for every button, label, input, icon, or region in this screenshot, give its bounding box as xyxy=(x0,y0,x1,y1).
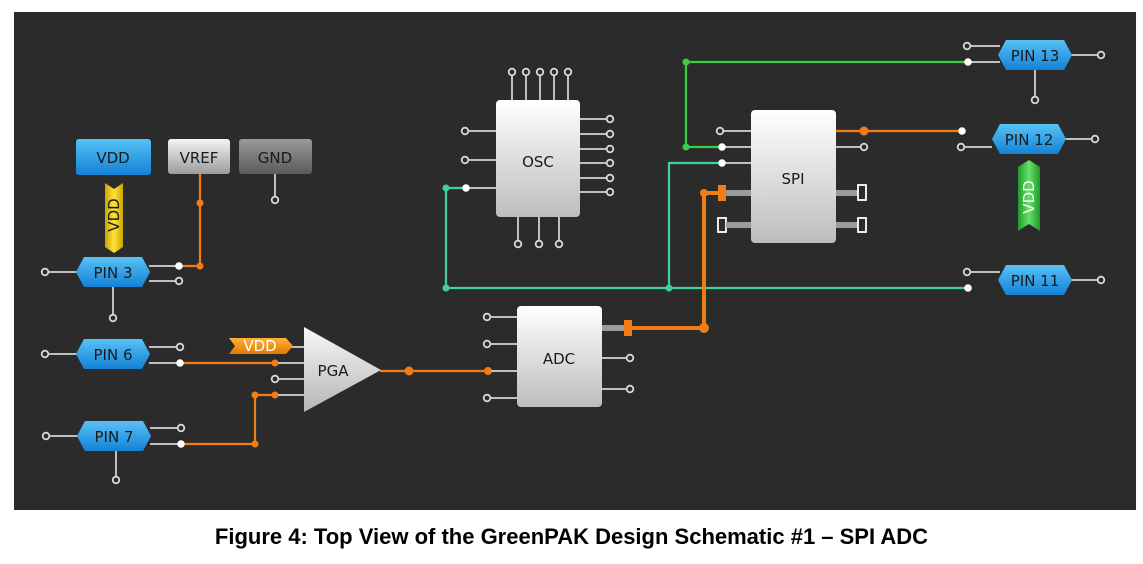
junction-teal xyxy=(442,284,450,292)
junction-orange xyxy=(699,323,709,333)
schematic-canvas: PIN 3 PIN 6 PIN 7 PIN 13 xyxy=(14,12,1136,510)
osc-block[interactable]: OSC xyxy=(460,67,615,249)
osc-block-label: OSC xyxy=(522,153,554,171)
spi-bus-port xyxy=(857,217,867,233)
adc-bus-output xyxy=(624,320,632,336)
junction-orange xyxy=(404,366,414,376)
vref-block-label: VREF xyxy=(180,149,219,167)
spi-block-label: SPI xyxy=(782,170,805,188)
pin-11-label: PIN 11 xyxy=(1011,272,1060,290)
junction-green xyxy=(682,143,690,151)
junction-orange xyxy=(251,391,259,399)
junction-orange xyxy=(700,189,708,197)
pin-11[interactable]: PIN 11 xyxy=(962,265,1106,295)
junction-orange xyxy=(196,262,204,270)
junction-teal xyxy=(442,184,450,192)
vdd-tag-pga: VDD xyxy=(229,337,293,355)
pin-13-label: PIN 13 xyxy=(1011,47,1060,65)
junction-teal xyxy=(665,284,673,292)
junction-orange xyxy=(251,440,259,448)
gnd-block[interactable]: GND xyxy=(239,139,312,205)
spi-block[interactable]: SPI xyxy=(715,110,869,243)
vref-block[interactable]: VREF xyxy=(168,139,230,174)
pin-12-label: PIN 12 xyxy=(1005,131,1054,149)
adc-block[interactable]: ADC xyxy=(482,306,635,407)
vdd-tag-green-label: VDD xyxy=(1020,180,1038,213)
vdd-tag-pga-label: VDD xyxy=(243,337,276,355)
junction-orange xyxy=(271,359,279,367)
pin-7[interactable]: PIN 7 xyxy=(41,421,186,485)
vdd-tag-vertical: VDD xyxy=(105,183,123,253)
vdd-block-label: VDD xyxy=(96,149,129,167)
pga-block-label: PGA xyxy=(318,362,350,380)
adc-block-label: ADC xyxy=(543,350,575,368)
pin-6[interactable]: PIN 6 xyxy=(40,339,185,369)
vdd-block[interactable]: VDD xyxy=(76,139,151,175)
junction-orange xyxy=(271,391,279,399)
wire-spi-clock xyxy=(667,161,722,288)
gnd-block-label: GND xyxy=(258,149,292,167)
pin-7-label: PIN 7 xyxy=(94,428,133,446)
schematic-background xyxy=(14,12,1136,510)
junction-green xyxy=(682,58,690,66)
pin-3[interactable]: PIN 3 xyxy=(40,257,184,323)
wire-adc-spi-bus xyxy=(630,191,722,330)
vdd-tag-green: VDD xyxy=(1018,160,1040,231)
pin-6-label: PIN 6 xyxy=(93,346,132,364)
junction-orange xyxy=(859,126,869,136)
vdd-tag-vertical-label: VDD xyxy=(105,198,123,231)
spi-bus-port xyxy=(857,184,867,201)
wire-osc-pin11 xyxy=(444,186,968,290)
wire-pin7-pga xyxy=(181,393,277,446)
pin-13[interactable]: PIN 13 xyxy=(962,40,1106,105)
junction-orange xyxy=(196,199,204,207)
figure-caption: Figure 4: Top View of the GreenPAK Desig… xyxy=(214,524,929,549)
pin-12[interactable]: PIN 12 xyxy=(956,124,1100,154)
junction-orange xyxy=(484,367,492,375)
pin-3-label: PIN 3 xyxy=(93,264,132,282)
spi-bus-input xyxy=(718,185,726,201)
